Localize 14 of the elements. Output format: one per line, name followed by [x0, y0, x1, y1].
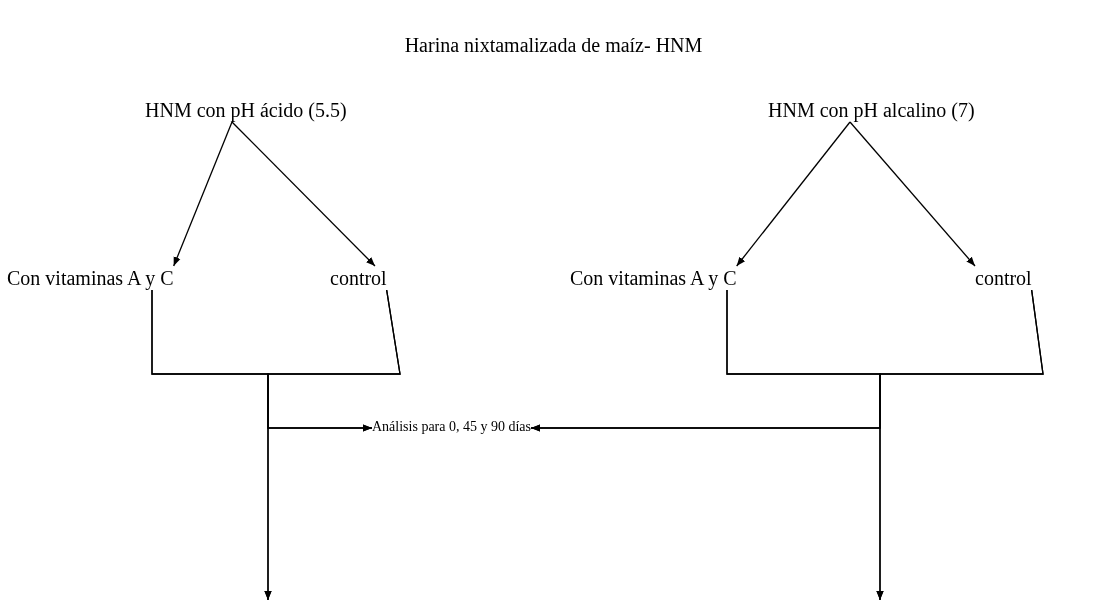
arrow	[876, 289, 1044, 601]
arrow	[736, 121, 851, 267]
group-label: HNM con pH alcalino (7)	[768, 98, 975, 122]
arrow	[264, 289, 401, 601]
treatment-label: Con vitaminas A y C	[7, 266, 174, 290]
diagram-title: Harina nixtamalizada de maíz- HNM	[403, 33, 704, 57]
arrow	[849, 121, 976, 267]
treatment-label: Con vitaminas A y C	[570, 266, 737, 290]
treatment-label: control	[975, 266, 1032, 290]
analysis-label: Análisis para 0, 45 y 90 días	[372, 418, 532, 435]
group-label: HNM con pH ácido (5.5)	[145, 98, 347, 122]
treatment-label: control	[330, 266, 387, 290]
arrow	[231, 121, 376, 267]
arrow	[173, 121, 233, 267]
